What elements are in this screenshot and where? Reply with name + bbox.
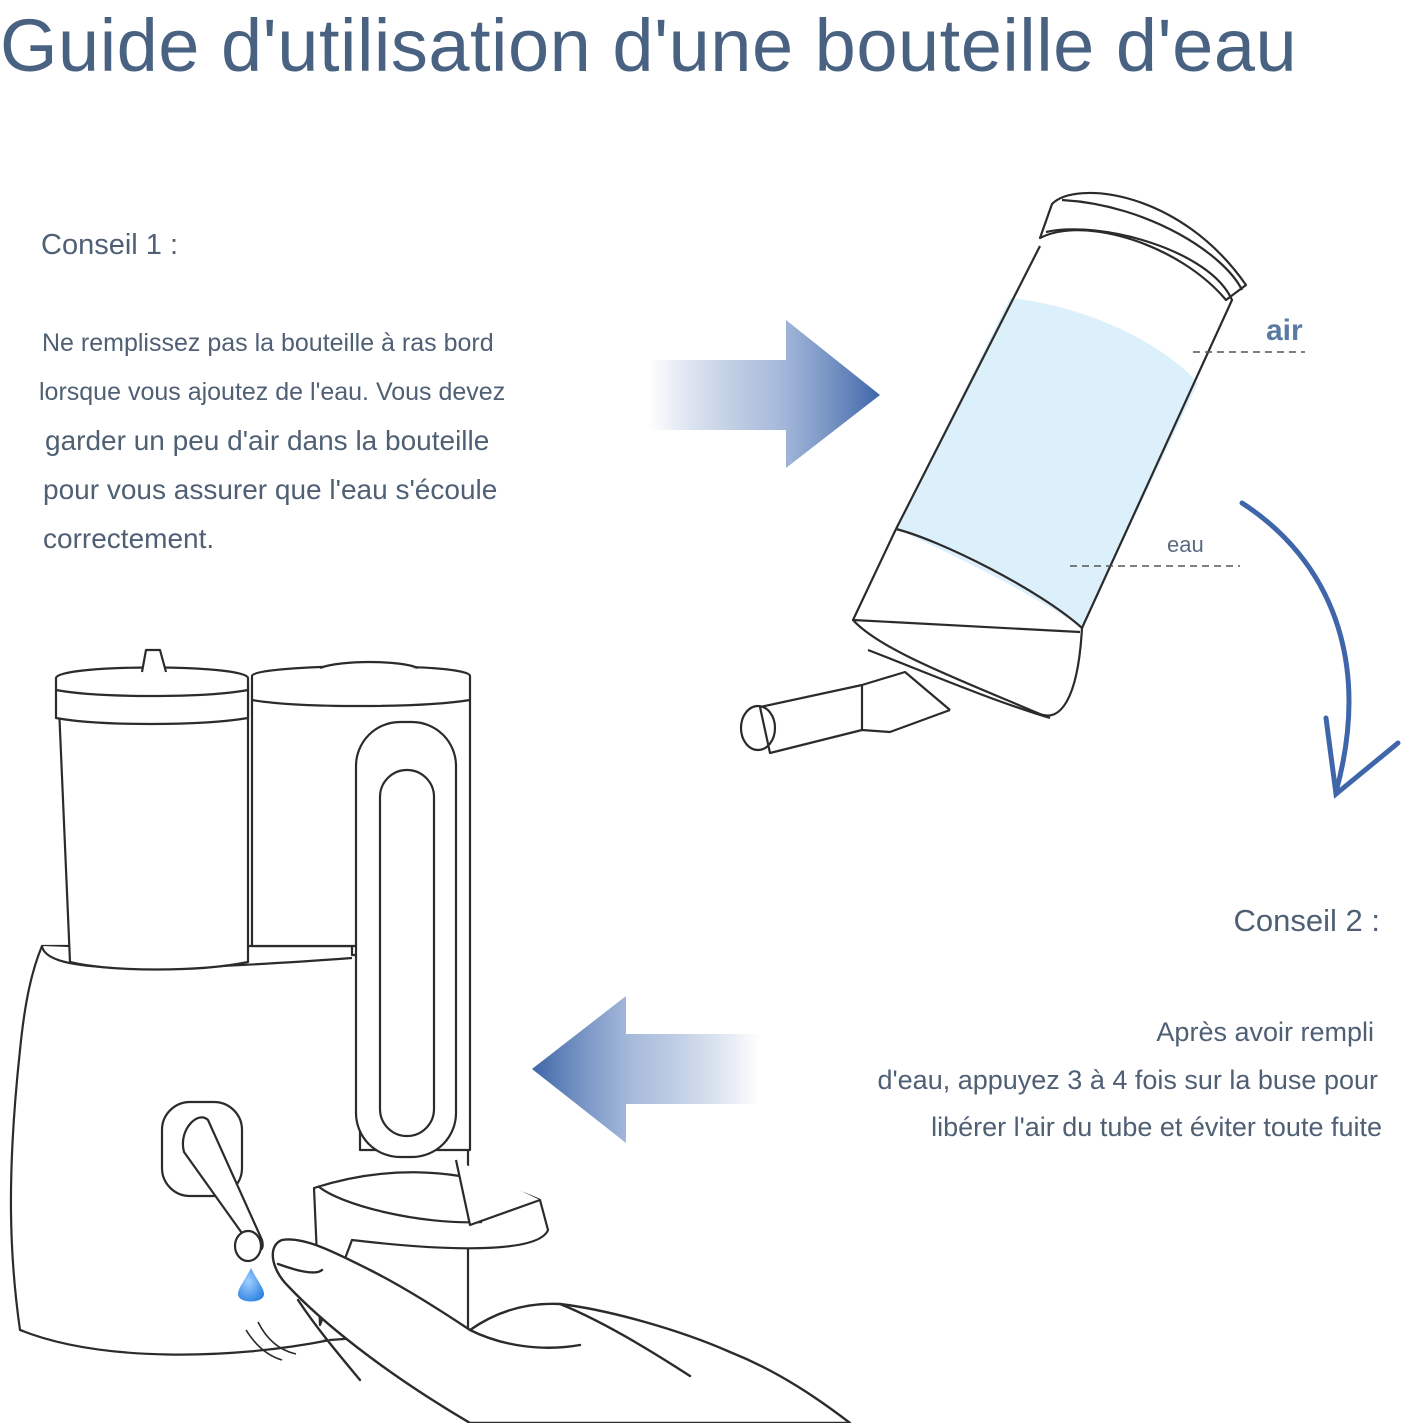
tip-2-line: libérer l'air du tube et éviter toute fu… (931, 1112, 1382, 1142)
motion-lines (245, 1321, 297, 1361)
water-drop-icon (238, 1268, 264, 1302)
tip-2-line: Après avoir rempli (1156, 1017, 1374, 1047)
water-dispenser (9, 648, 550, 1356)
tip-2-line: d'eau, appuyez 3 à 4 fois sur la buse po… (877, 1065, 1379, 1095)
water-label: eau (1167, 532, 1204, 557)
tip-1-heading: Conseil 1 : (41, 229, 179, 261)
arrow-right-icon (648, 320, 880, 468)
arrow-left-icon (532, 996, 760, 1143)
page-title: Guide d'utilisation d'une bouteille d'ea… (0, 4, 1298, 87)
tip-1-line: lorsque vous ajoutez de l'eau. Vous deve… (39, 378, 506, 406)
hand-illustration (271, 1238, 852, 1423)
tilted-bottle (739, 191, 1248, 755)
water-fill (896, 298, 1198, 628)
tip-1-line: Ne remplissez pas la bouteille à ras bor… (42, 329, 494, 357)
tip-1-line: correctement. (43, 523, 215, 554)
air-label: air (1266, 314, 1303, 347)
tip-2-heading: Conseil 2 : (1233, 903, 1380, 938)
tip-1-line: garder un peu d'air dans la bouteille (45, 425, 490, 456)
curved-arrow-icon (1239, 500, 1401, 799)
tip-1-line: pour vous assurer que l'eau s'écoule (43, 474, 498, 505)
